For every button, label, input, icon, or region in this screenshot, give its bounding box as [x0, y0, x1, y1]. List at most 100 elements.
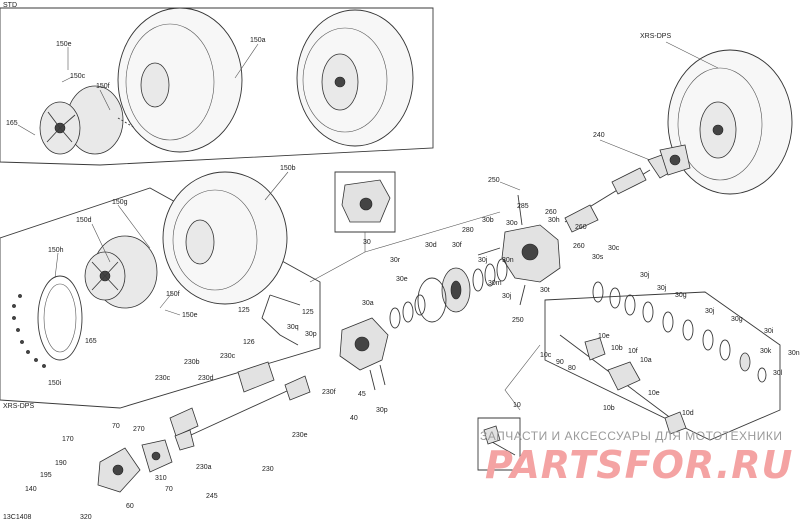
label-165-b: 165 — [85, 338, 97, 345]
label-310: 310 — [155, 475, 167, 482]
label-150e: 150e — [56, 41, 72, 48]
driveshaft — [559, 334, 687, 435]
label-10b-b: 10b — [603, 405, 615, 412]
label-30n: 30n — [502, 257, 514, 264]
rim-std — [39, 85, 124, 155]
ring-gear — [417, 267, 471, 323]
label-270: 270 — [133, 426, 145, 433]
label-30p: 30p — [305, 331, 317, 338]
label-30l: 30l — [773, 370, 783, 377]
label-30j-c: 30j — [640, 272, 650, 279]
bottom-frame — [477, 417, 521, 471]
label-30c: 30c — [608, 245, 620, 252]
small-bolts — [369, 194, 526, 391]
label-150f-b: 150f — [166, 291, 180, 298]
label-190: 190 — [55, 460, 67, 467]
gearbox-housing — [501, 224, 561, 283]
brake-line — [261, 294, 301, 346]
label-170: 170 — [62, 436, 74, 443]
cv-shaft-left — [169, 361, 311, 451]
beadlock-ring — [37, 275, 83, 361]
tire-xrs-right — [667, 49, 793, 195]
label-30b: 30b — [482, 217, 494, 224]
weights-std — [117, 117, 136, 129]
label-230b: 230b — [184, 359, 200, 366]
label-245: 245 — [206, 493, 218, 500]
label-230c: 230c — [220, 353, 236, 360]
label-30j-d: 30j — [657, 285, 667, 292]
label-10: 10 — [513, 402, 521, 409]
label-10b: 10b — [611, 345, 623, 352]
label-10f: 10f — [628, 348, 638, 355]
label-150i: 150i — [48, 380, 62, 387]
label-10d: 10d — [682, 410, 694, 417]
label-230e: 230e — [292, 432, 308, 439]
label-230d: 230d — [198, 375, 214, 382]
label-30: 30 — [363, 239, 371, 246]
label-10e-b: 10e — [648, 390, 660, 397]
label-165: 165 — [6, 120, 18, 127]
label-250: 250 — [488, 177, 500, 184]
label-10c: 10c — [540, 352, 552, 359]
label-90: 90 — [556, 359, 564, 366]
tire-std-left — [117, 7, 243, 153]
trans-frame — [309, 171, 501, 283]
seals-left — [389, 294, 426, 329]
label-70-b: 70 — [165, 486, 173, 493]
label-30t: 30t — [540, 287, 550, 294]
label-260-b: 260 — [575, 224, 587, 231]
label-30g: 30g — [675, 292, 687, 299]
label-320: 320 — [80, 514, 92, 521]
label-260-c: 260 — [573, 243, 585, 250]
xrs-bolts — [12, 294, 46, 368]
label-45: 45 — [358, 391, 366, 398]
label-30m: 30m — [488, 280, 502, 287]
driveshaft-inset — [483, 425, 516, 456]
xrs-frame-left — [0, 187, 321, 409]
label-40: 40 — [350, 415, 358, 422]
label-30n-b: 30n — [788, 350, 800, 357]
tire-std-right — [296, 9, 414, 147]
label-126: 126 — [243, 339, 255, 346]
label-150g: 150g — [112, 199, 128, 206]
watermark-brand: PARTSFOR.RU — [485, 443, 793, 487]
rim-xrs — [84, 235, 158, 309]
label-125: 125 — [238, 307, 250, 314]
label-10a: 10a — [640, 357, 652, 364]
label-60: 60 — [126, 503, 134, 510]
part-labels: 150e 150c 150f 150a 165 150b 150g 150d 1… — [6, 37, 800, 521]
label-30s: 30s — [592, 254, 604, 261]
diff-cover — [339, 317, 389, 371]
label-30o: 30o — [506, 220, 518, 227]
label-150b: 150b — [280, 165, 296, 172]
label-230a: 230a — [196, 464, 212, 471]
label-150a: 150a — [250, 37, 266, 44]
label-150e-b: 150e — [182, 312, 198, 319]
label-150h: 150h — [48, 247, 64, 254]
knuckle-right — [659, 144, 691, 176]
leader-lines — [17, 41, 719, 316]
label-30e: 30e — [396, 276, 408, 283]
cv-shaft-right — [564, 151, 679, 233]
tire-xrs-left — [162, 171, 288, 305]
label-30p-b: 30p — [376, 407, 388, 414]
label-150d: 150d — [76, 217, 92, 224]
label-140: 140 — [25, 486, 37, 493]
label-10e: 10e — [598, 333, 610, 340]
label-80: 80 — [568, 365, 576, 372]
label-260: 260 — [545, 209, 557, 216]
label-240: 240 — [593, 132, 605, 139]
label-30j: 30j — [478, 257, 488, 264]
section-xrs-title-left: XRS-DPS — [3, 403, 34, 410]
label-30q: 30q — [287, 324, 299, 331]
driveshaft-frame — [504, 291, 781, 441]
transmission-inset — [341, 179, 391, 223]
label-30h: 30h — [548, 217, 560, 224]
label-70: 70 — [112, 423, 120, 430]
label-150c: 150c — [70, 73, 86, 80]
label-30i: 30i — [764, 328, 774, 335]
label-30g-b: 30g — [731, 316, 743, 323]
label-280: 280 — [462, 227, 474, 234]
label-30r: 30r — [390, 257, 401, 264]
